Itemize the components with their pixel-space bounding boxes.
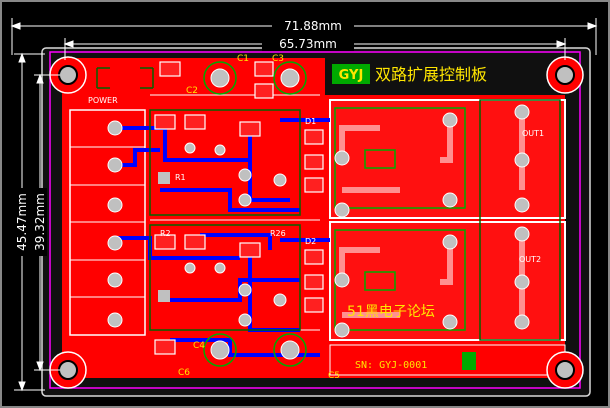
- brand-label: 51黑电子论坛: [347, 304, 435, 320]
- through-hole-pads: [107, 68, 530, 360]
- power-label: POWER: [88, 96, 118, 105]
- d2-label: D2: [305, 237, 316, 246]
- height-outer-label: 45.47mm: [15, 193, 29, 251]
- smd-pads: [154, 61, 324, 355]
- r26-label: R26: [270, 229, 286, 238]
- c3-label: C3: [272, 54, 284, 64]
- serial-label: SN: GYJ-0001: [355, 360, 427, 371]
- smd-pads-exposed: [158, 172, 170, 302]
- r1-label: R1: [175, 173, 186, 182]
- c1-label: C1: [237, 54, 249, 64]
- logo-box: [332, 64, 370, 84]
- silk-outlines: [96, 67, 301, 331]
- out1-label: OUT1: [522, 129, 544, 138]
- c5-label: C5: [328, 371, 340, 381]
- d1-label: D1: [305, 117, 316, 126]
- r2-label: R2: [160, 229, 171, 238]
- out2-label: OUT2: [519, 255, 541, 264]
- c2-label: C2: [186, 86, 198, 96]
- serial-marker: [462, 352, 476, 370]
- c4-label: C4: [193, 341, 205, 351]
- mounting-holes: [49, 56, 584, 389]
- bottom-strip: [329, 344, 566, 376]
- width-inner-label: 65.73mm: [279, 37, 337, 51]
- logo-text: GYJ: [339, 68, 364, 83]
- capacitor-outlines: [203, 61, 307, 367]
- height-inner-label: 39.32mm: [33, 193, 47, 251]
- board-title: 双路扩展控制板: [375, 65, 487, 84]
- terminal-block-out: [479, 99, 561, 341]
- keepout-outline: [49, 51, 581, 389]
- c6-label: C6: [178, 368, 190, 378]
- width-outer-label: 71.88mm: [284, 19, 342, 33]
